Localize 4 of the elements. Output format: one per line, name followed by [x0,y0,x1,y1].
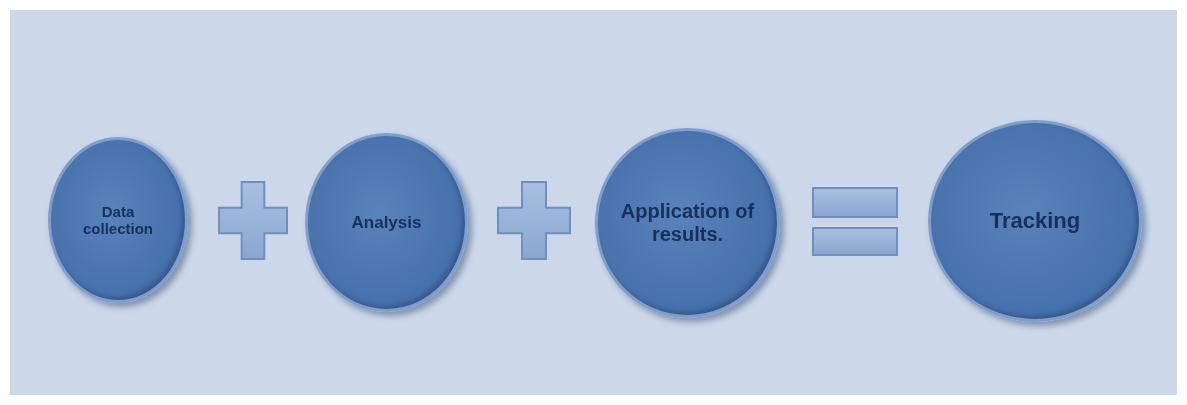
node-label: Tracking [989,208,1081,234]
node-label: Data collection [82,202,154,238]
node-label: Application of results. [619,200,756,246]
node-label: Analysis [351,212,422,233]
